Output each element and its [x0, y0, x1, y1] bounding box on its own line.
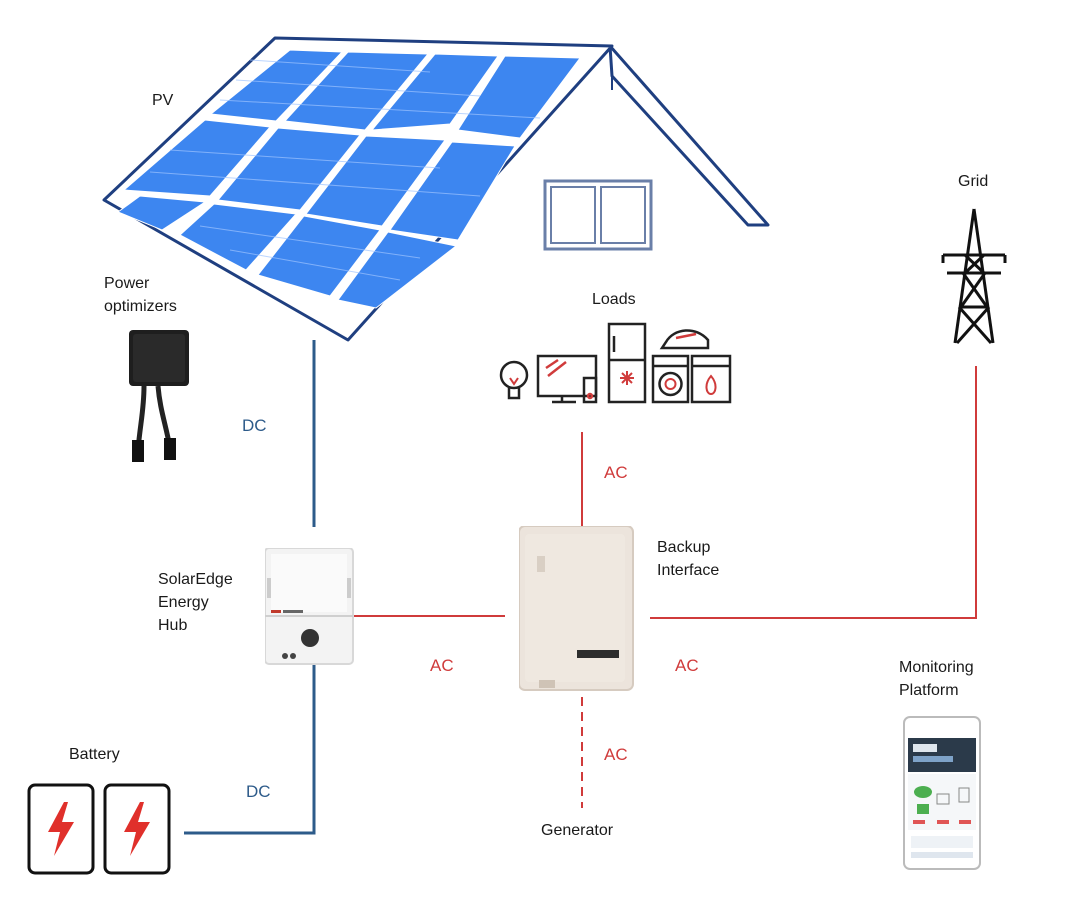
ac-line-backup-grid [650, 366, 977, 619]
remote-icon [582, 376, 598, 404]
oven-icon [690, 354, 732, 404]
pv-label: PV [152, 92, 174, 109]
tv-icon [536, 354, 598, 404]
ac-label-hub-backup: AC [430, 656, 454, 675]
fridge-icon [607, 322, 647, 404]
dc-label-battery-hub: DC [246, 782, 271, 801]
battery-bolt-icon [103, 783, 171, 875]
ac-label-loads-backup: AC [604, 463, 628, 482]
backup-interface-device [519, 526, 634, 691]
ac-label-generator: AC [604, 745, 628, 764]
energy-hub-device [265, 548, 354, 665]
power-optimizers-label: Power optimizers [104, 275, 177, 315]
monitoring-platform-label: Monitoring Platform [899, 659, 974, 699]
house-window [543, 179, 653, 251]
pv-panels [116, 49, 581, 309]
monitoring-phone-icon [903, 716, 981, 870]
iron-icon [659, 329, 710, 350]
generator-label: Generator [541, 822, 614, 839]
loads-label: Loads [592, 291, 636, 308]
washer-icon [651, 354, 690, 404]
battery-bolt-icon [27, 783, 95, 875]
battery-label: Battery [69, 746, 120, 763]
power-optimizer-icon [129, 330, 189, 462]
ac-label-backup-grid: AC [675, 656, 699, 675]
battery-icons [27, 783, 171, 875]
energy-hub-label: SolarEdge Energy Hub [158, 571, 233, 634]
light-bulb-icon [499, 360, 529, 400]
loads-icons [499, 322, 732, 404]
dc-line-hub-battery [184, 664, 316, 835]
backup-interface-label: Backup Interface [657, 539, 720, 579]
roof-right-slope [608, 44, 770, 227]
transmission-tower-icon [941, 208, 1007, 344]
grid-label: Grid [958, 173, 989, 190]
dc-label-pv-hub: DC [242, 416, 267, 435]
